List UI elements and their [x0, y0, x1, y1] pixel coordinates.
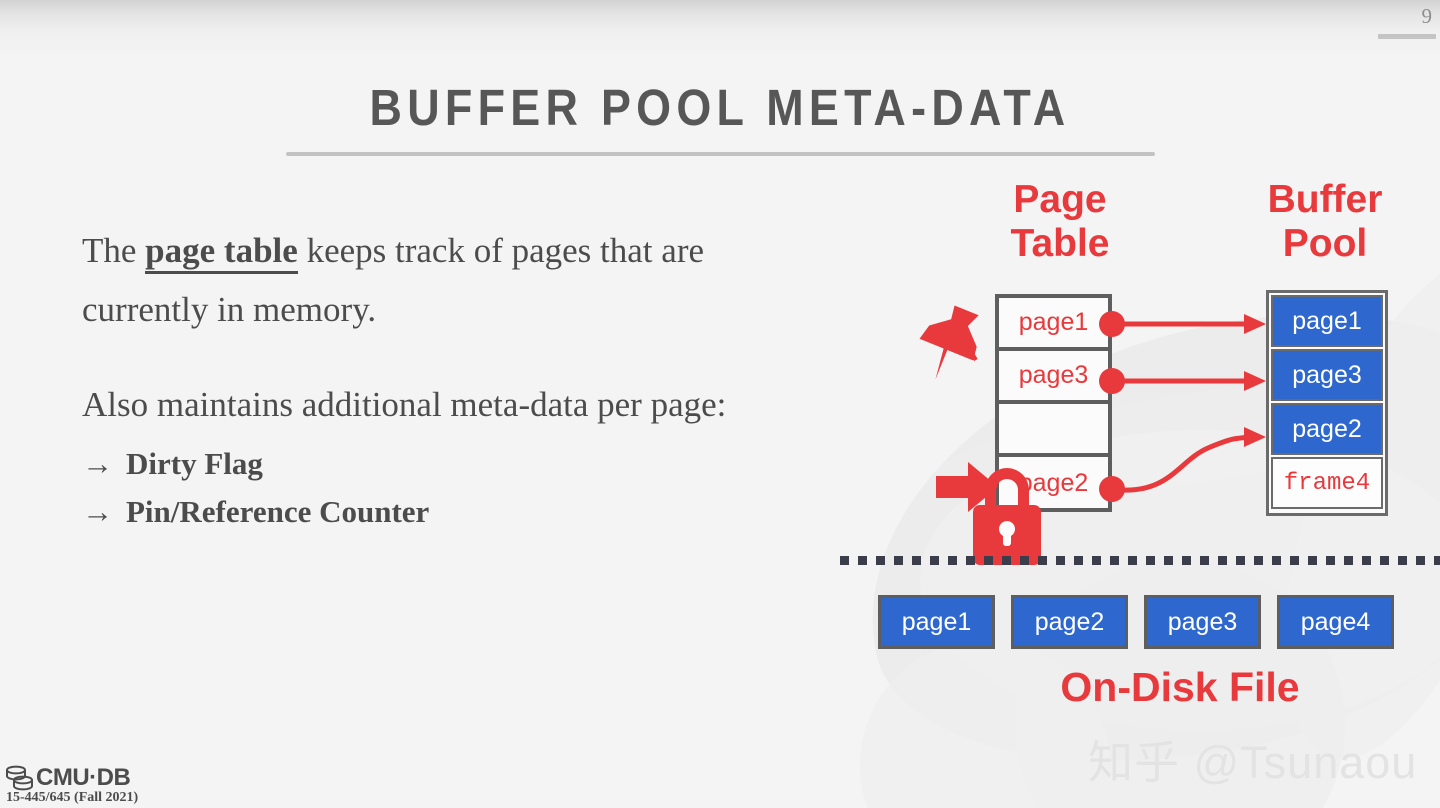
- watermark: 知乎 @Tsunaou: [1088, 737, 1418, 788]
- bullet-label-pin-counter: Pin/Reference Counter: [126, 494, 430, 530]
- buffer-frame: page1: [1271, 295, 1383, 347]
- buffer-pool-heading-line1: Buffer: [1267, 178, 1383, 221]
- database-cylinder-icon: [6, 765, 33, 791]
- cmu-db-logo-text: CMU·DB: [36, 764, 131, 791]
- page-title: BUFFER POOL META-DATA: [369, 79, 1071, 136]
- page-table-term: page table: [145, 231, 298, 274]
- page-table-row: page1: [999, 298, 1108, 351]
- course-label: 15-445/645 (Fall 2021): [6, 790, 139, 805]
- disk-page: page3: [1144, 595, 1261, 649]
- paragraph-2: Also maintains additional meta-data per …: [82, 384, 727, 424]
- paragraph-1-suffix: keeps track of pages that are currently …: [82, 231, 705, 329]
- bullet-label-dirty-flag: Dirty Flag: [126, 446, 263, 482]
- on-disk-file-label: On-Disk File: [1060, 664, 1300, 710]
- disk-page: page2: [1011, 595, 1128, 649]
- buffer-pool-diagram: Page Table Buffer Pool page1 page3 page2…: [840, 160, 1440, 740]
- buffer-frame: page3: [1271, 349, 1383, 401]
- title-divider: [286, 152, 1155, 156]
- footer: CMU·DB 15-445/645 (Fall 2021): [6, 764, 138, 806]
- page-table-heading-line2: Table: [1010, 221, 1110, 265]
- arrow-icon: →: [82, 446, 113, 482]
- buffer-pool: page1 page3 page2 frame4: [1266, 290, 1388, 516]
- memory-disk-divider: [840, 556, 1440, 565]
- buffer-frame: page2: [1271, 403, 1383, 455]
- buffer-pool-heading-line2: Pool: [1282, 221, 1368, 265]
- list-item: → Dirty Flag: [82, 440, 822, 488]
- diagram-overlay: [919, 305, 1266, 565]
- paragraph-1-prefix: The: [82, 231, 146, 270]
- arrow-head-icon: [1244, 314, 1266, 334]
- on-disk-file-row: page1 page2 page3 page4: [878, 595, 1418, 649]
- right-arrow-icon: [936, 462, 998, 512]
- arrow-head-icon: [1244, 371, 1266, 391]
- paragraph-1: The page table keeps track of pages that…: [82, 222, 822, 340]
- list-item: → Pin/Reference Counter: [82, 488, 822, 536]
- page-table-heading-line1: Page: [1013, 178, 1107, 221]
- mapping-arrow-curved: [1121, 434, 1253, 493]
- page-table-row: page3: [999, 351, 1108, 404]
- pushpin-needle-icon: [956, 328, 978, 362]
- page-number-rule: [1378, 34, 1436, 39]
- disk-page: page4: [1277, 595, 1394, 649]
- pointer-dot: [1099, 311, 1125, 337]
- buffer-pool-heading: Buffer Pool: [1230, 178, 1420, 265]
- pushpin-icon: [919, 305, 979, 380]
- cmu-db-logo: CMU·DB: [6, 764, 138, 792]
- page-table-row-empty: [999, 404, 1108, 457]
- buffer-frame-empty: frame4: [1271, 457, 1383, 509]
- pointer-dot: [1099, 368, 1125, 394]
- lock-icon: [973, 468, 1041, 565]
- page-table-heading: Page Table: [965, 178, 1155, 265]
- bullet-list: → Dirty Flag → Pin/Reference Counter: [82, 440, 822, 536]
- page-table-row: page2: [1018, 469, 1089, 497]
- pointer-dot: [1099, 476, 1125, 502]
- arrow-icon: →: [82, 494, 113, 530]
- arrow-head-icon: [1244, 427, 1266, 447]
- page-table: page1 page3 page2: [995, 294, 1112, 512]
- disk-page: page1: [878, 595, 995, 649]
- body-text: The page table keeps track of pages that…: [82, 222, 822, 536]
- page-number: 9: [1421, 4, 1433, 28]
